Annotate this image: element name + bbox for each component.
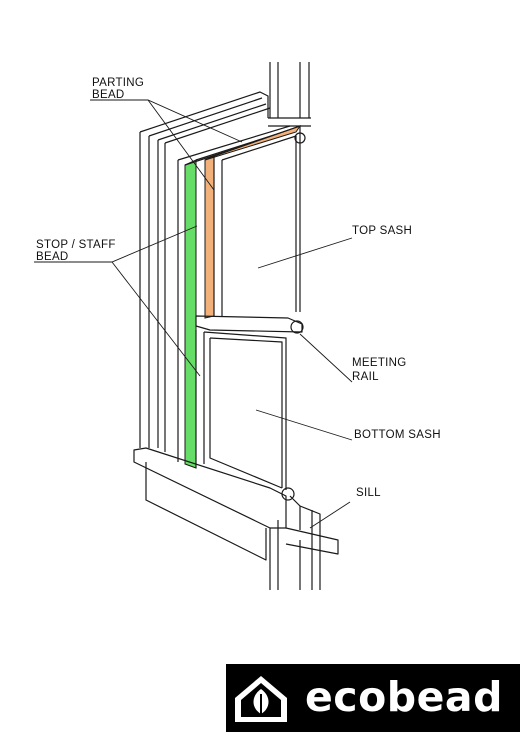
head-frame [268,62,311,127]
label-stop-bead-2: BEAD [36,251,69,263]
label-bottom-sash: BOTTOM SASH [354,429,441,441]
logo-text: ecobead [305,673,503,721]
label-meeting-rail-1: MEETING [352,357,407,369]
sill [133,447,339,590]
label-parting-bead-1: PARTING [92,77,144,89]
house-leaf-icon [235,676,287,722]
label-meeting-rail-2: RAIL [352,371,379,383]
bottom-sash [195,330,295,501]
stop-bead-strip [184,159,197,469]
label-sill: SILL [356,487,381,499]
leader-lines [34,99,353,529]
meeting-rail [195,315,304,334]
top-sash [213,125,306,316]
outer-frame [139,91,271,452]
label-top-sash: TOP SASH [352,225,412,237]
label-stop-bead-1: STOP / STAFF [36,239,116,251]
label-parting-bead-2: BEAD [92,89,125,101]
